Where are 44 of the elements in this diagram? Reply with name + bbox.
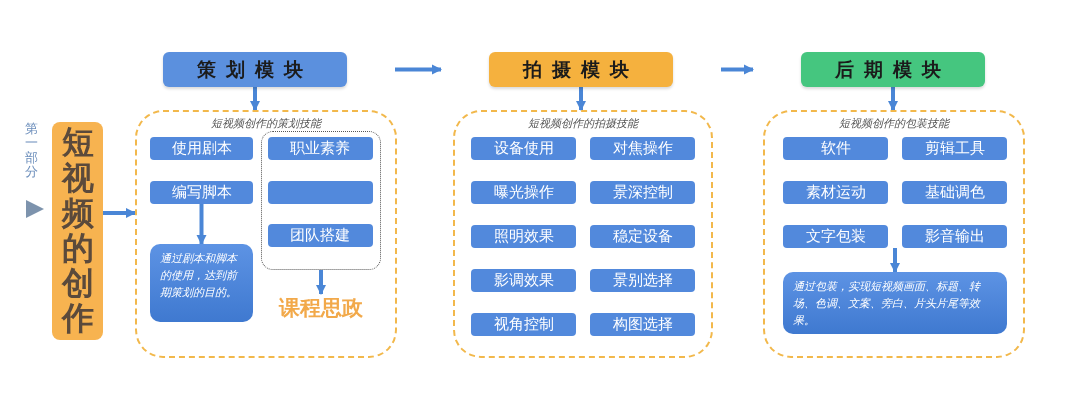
panel-subtitle: 短视频创作的策划技能 — [210, 116, 323, 131]
skill-box: 影音输出 — [902, 225, 1007, 248]
skill-box: 剪辑工具 — [902, 137, 1007, 160]
skill-box: 对焦操作 — [590, 137, 695, 160]
skill-panel — [763, 110, 1025, 358]
panel-subtitle: 短视频创作的包装技能 — [838, 116, 951, 131]
arrow — [196, 204, 207, 246]
arrow — [249, 87, 261, 112]
skill-box: 稳定设备 — [590, 225, 695, 248]
module-header: 后期模块 — [801, 52, 985, 87]
skill-box: 构图选择 — [590, 313, 695, 336]
section-label: 第一部分 — [25, 122, 38, 180]
skill-box: 曝光操作 — [471, 181, 576, 204]
module-header: 拍摄模块 — [489, 52, 673, 87]
skill-box: 景深控制 — [590, 181, 695, 204]
arrow — [889, 248, 901, 274]
skill-box — [267, 180, 373, 204]
skill-box: 视角控制 — [471, 313, 576, 336]
arrow — [103, 207, 137, 219]
skill-box: 素材运动 — [783, 181, 888, 204]
skill-box: 景别选择 — [590, 269, 695, 292]
note-box: 通过包装，实现短视频画面、标题、转场、色调、文案、旁白、片头片尾等效果。 — [783, 272, 1007, 334]
skill-box: 文字包装 — [783, 225, 888, 248]
arrow — [575, 87, 587, 112]
skill-box: 使用剧本 — [150, 137, 253, 160]
arrow — [315, 270, 327, 296]
highlight-text: 课程思政 — [268, 294, 373, 322]
skill-panel — [453, 110, 713, 358]
skill-box: 编写脚本 — [150, 181, 253, 204]
module-header: 策划模块 — [163, 52, 347, 87]
skill-box: 软件 — [783, 137, 888, 160]
skill-panel — [135, 110, 397, 358]
note-box: 通过剧本和脚本的使用，达到前期策划的目的。 — [150, 244, 253, 322]
panel-subtitle: 短视频创作的拍摄技能 — [527, 116, 640, 131]
skill-box: 职业素养 — [267, 136, 373, 160]
skill-box: 影调效果 — [471, 269, 576, 292]
skill-box: 基础调色 — [902, 181, 1007, 204]
arrow — [887, 87, 899, 112]
skill-box: 照明效果 — [471, 225, 576, 248]
vertical-title: 短视频的创作 — [61, 125, 94, 337]
arrow — [721, 64, 755, 75]
skill-box: 团队搭建 — [267, 223, 373, 247]
arrow — [395, 64, 443, 75]
skill-box: 设备使用 — [471, 137, 576, 160]
